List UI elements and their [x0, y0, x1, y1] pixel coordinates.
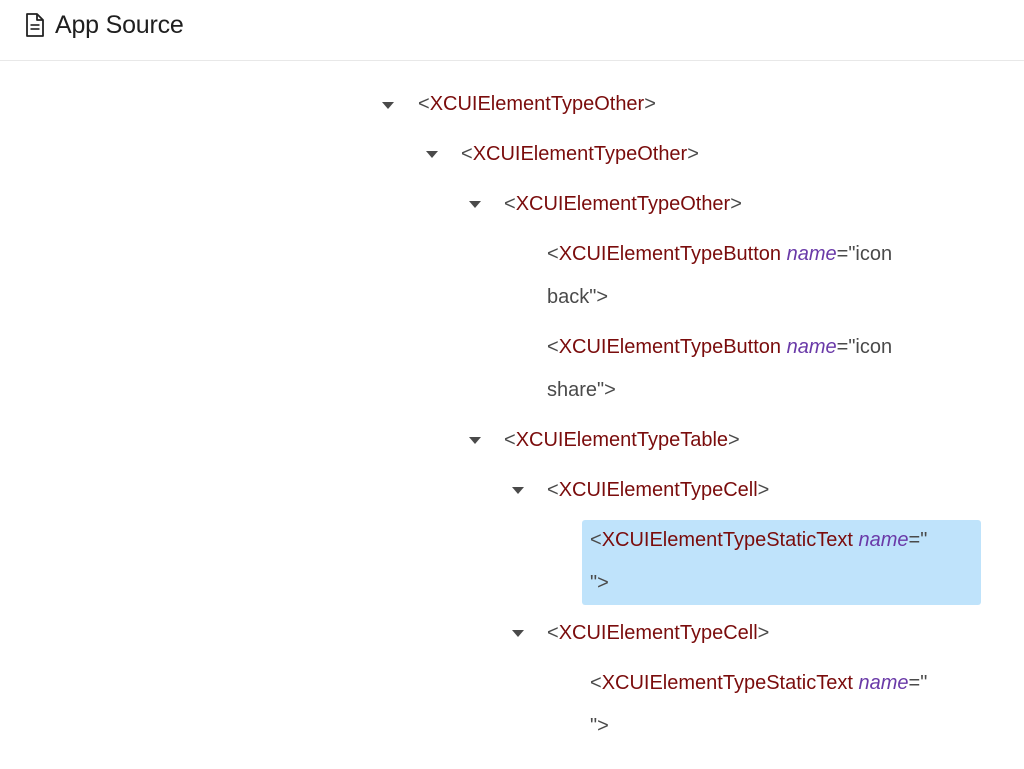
tree-node-button[interactable]: <XCUIElementTypeButton name="icon: [547, 243, 893, 265]
app-source-header: App Source: [0, 0, 1024, 61]
tree-node-static-text-cont: ">: [590, 715, 609, 737]
tree-node-other[interactable]: <XCUIElementTypeOther>: [418, 93, 656, 115]
tree-node-button-cont: share">: [547, 379, 616, 401]
expand-caret-icon[interactable]: [469, 437, 481, 444]
document-icon: [25, 13, 45, 37]
expand-caret-icon[interactable]: [512, 630, 524, 637]
tree-node-other[interactable]: <XCUIElementTypeOther>: [504, 193, 742, 215]
tree-node-other[interactable]: <XCUIElementTypeOther>: [461, 143, 699, 165]
expand-caret-icon[interactable]: [469, 201, 481, 208]
tree-node-table[interactable]: <XCUIElementTypeTable>: [504, 429, 740, 451]
expand-caret-icon[interactable]: [382, 102, 394, 109]
expand-caret-icon[interactable]: [512, 487, 524, 494]
tree-node-static-text-cont: ">: [590, 572, 609, 594]
selected-node-highlight[interactable]: [582, 520, 981, 605]
tree-node-static-text-selected[interactable]: <XCUIElementTypeStaticText name=": [590, 529, 928, 551]
tree-node-button[interactable]: <XCUIElementTypeButton name="icon: [547, 336, 893, 358]
tree-node-cell[interactable]: <XCUIElementTypeCell>: [547, 622, 770, 644]
tree-node-button-cont: back">: [547, 286, 609, 308]
source-tree[interactable]: <XCUIElementTypeOther> <XCUIElementTypeO…: [0, 61, 1024, 769]
page-title: App Source: [55, 11, 184, 39]
expand-caret-icon[interactable]: [426, 151, 438, 158]
tree-node-static-text[interactable]: <XCUIElementTypeStaticText name=": [590, 672, 928, 694]
tree-node-cell[interactable]: <XCUIElementTypeCell>: [547, 479, 770, 501]
